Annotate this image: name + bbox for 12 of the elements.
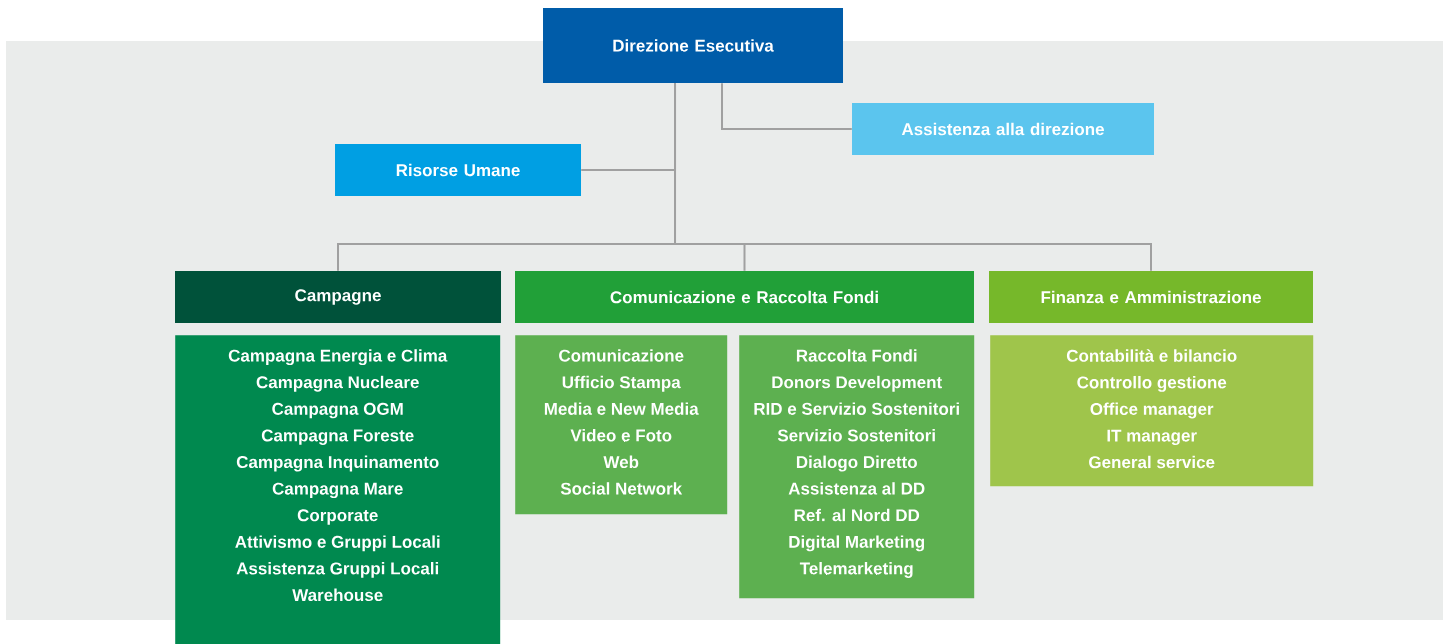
list-box: Raccolta Fondi Donors Development RID e Servizio Sostenitori Servizio Sostenitori Dialogo Diretto Assistenza al DD Ref. al Nord DD Digital Marketing Telemarketing xyxy=(739,335,975,599)
department-box: Comunicazione e Raccolta Fondi xyxy=(515,271,974,323)
list-box: Comunicazione Ufficio Stampa Media e New Media Video e Foto Web Social Network xyxy=(515,335,728,515)
unit-box: Risorse Umane xyxy=(335,144,581,196)
header-box: Direzione Esecutiva xyxy=(543,8,843,83)
list-box: Campagna Energia e Clima Campagna Nucleare Campagna OGM Campagna Foreste Campagna Inquinamento Campagna Mare Corporate Attivismo e Gruppi Locali Assistenza Gruppi Locali Warehouse xyxy=(175,335,501,644)
connector-line xyxy=(674,82,1152,272)
department-box: Campagne xyxy=(175,271,501,323)
unit-box: Assistenza alla direzione xyxy=(852,103,1154,155)
list-box: Contabilità e bilancio Controllo gestione Office manager IT manager General service xyxy=(990,335,1314,487)
connector-line xyxy=(721,82,853,130)
department-box: Finanza e Amministrazione xyxy=(989,271,1313,323)
